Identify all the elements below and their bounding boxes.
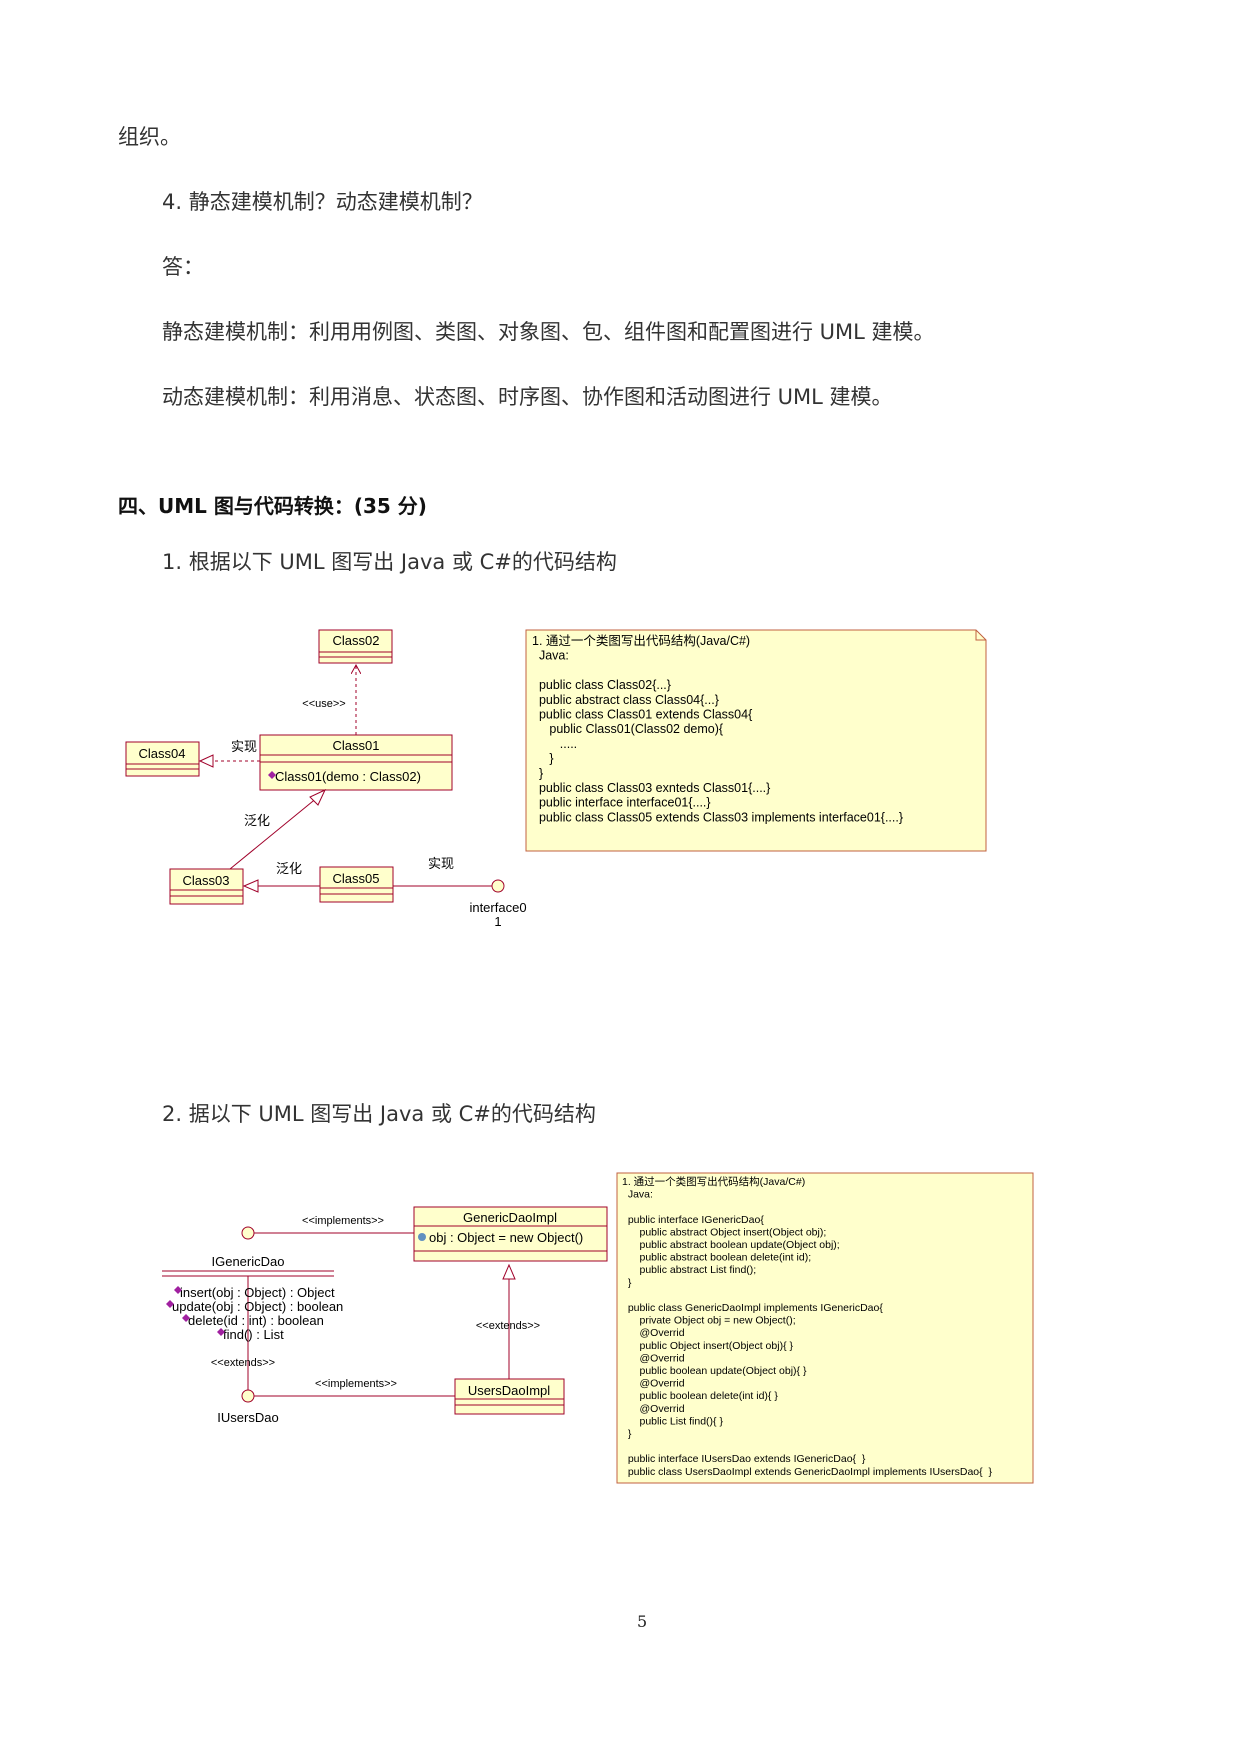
- question-2-text: 2. 据以下 UML 图写出 Java 或 C#的代码结构: [162, 1102, 596, 1126]
- note1-line: 1. 通过一个类图写出代码结构(Java/C#): [532, 633, 750, 648]
- note1-line: public class Class01 extends Class04{: [532, 708, 752, 722]
- generalization-label-2: 泛化: [276, 861, 302, 876]
- note1-line: public class Class05 extends Class03 imp…: [532, 810, 903, 824]
- note1-line: .....: [532, 737, 577, 751]
- note2-line: @Overrid: [622, 1352, 685, 1364]
- page-number: 5: [637, 1612, 648, 1631]
- extends-stereotype-1: <<extends>>: [476, 1320, 540, 1332]
- note1-line: public interface interface01{....}: [532, 796, 711, 810]
- note1-line: public class Class02{...}: [532, 678, 671, 692]
- note2-line: public List find(){ }: [622, 1415, 723, 1427]
- note2-line: }: [622, 1428, 632, 1440]
- extends-stereotype-2: <<extends>>: [211, 1357, 275, 1369]
- users-dao-impl-label: UsersDaoImpl: [468, 1383, 550, 1398]
- realization-label-1: 实现: [231, 739, 257, 754]
- op-insert: insert(obj : Object) : Object: [180, 1285, 335, 1300]
- op-find: find() : List: [223, 1327, 284, 1342]
- igeneric-dao-icon: [241, 1226, 255, 1240]
- iusers-dao-label: IUsersDao: [217, 1410, 278, 1425]
- note1-line: public Class01(Class02 demo){: [532, 722, 723, 736]
- class01-operation: Class01(demo : Class02): [275, 769, 421, 784]
- note2-line: public class UsersDaoImpl extends Generi…: [622, 1466, 992, 1478]
- note1-line: }: [532, 752, 554, 766]
- note2-line: public boolean update(Object obj){ }: [622, 1365, 807, 1377]
- dynamic-modeling-line: 动态建模机制：利用消息、状态图、时序图、协作图和活动图进行 UML 建模。: [162, 385, 893, 409]
- note1-line: Java:: [532, 649, 569, 663]
- generalization-label-1: 泛化: [244, 813, 270, 828]
- note2-line: public boolean delete(int id){ }: [622, 1390, 778, 1402]
- static-modeling-line: 静态建模机制：利用用例图、类图、对象图、包、组件图和配置图进行 UML 建模。: [162, 320, 935, 344]
- interface01-label-b: 1: [494, 914, 501, 929]
- class04-label: Class04: [139, 746, 186, 761]
- class03-box: [169, 868, 244, 905]
- note1-line: }: [532, 766, 543, 780]
- igeneric-dao-label: IGenericDao: [212, 1254, 285, 1269]
- use-stereotype: <<use>>: [302, 698, 345, 710]
- interface01-label-a: interface0: [469, 900, 526, 915]
- note1-line: public class Class03 exnteds Class01{...…: [532, 781, 770, 795]
- note2-line: public abstract List find();: [622, 1264, 756, 1276]
- note2-line: Java:: [622, 1189, 653, 1201]
- note2-line: public Object insert(Object obj){ }: [622, 1340, 793, 1352]
- note2-line: @Overrid: [622, 1327, 685, 1339]
- class05-label: Class05: [333, 871, 380, 886]
- note2-line: public class GenericDaoImpl implements I…: [622, 1302, 883, 1314]
- code-note-1: [525, 629, 987, 852]
- generalization-line-1: [229, 796, 319, 870]
- paragraph-organization: 组织。: [118, 125, 181, 149]
- iusers-dao-icon: [241, 1389, 255, 1403]
- note2-line: @Overrid: [622, 1403, 685, 1415]
- section-title: 四、UML 图与代码转换：(35 分): [118, 494, 427, 518]
- generic-dao-impl-attribute: obj : Object = new Object(): [429, 1230, 583, 1245]
- code-note-2: [616, 1172, 1034, 1484]
- note2-line: public abstract boolean delete(int id);: [622, 1252, 811, 1264]
- note1-line: public abstract class Class04{...}: [532, 693, 719, 707]
- question-1-text: 1. 根据以下 UML 图写出 Java 或 C#的代码结构: [162, 550, 617, 574]
- note2-line: 1. 通过一个类图写出代码结构(Java/C#): [622, 1175, 805, 1188]
- op-delete: delete(id : int) : boolean: [188, 1313, 324, 1328]
- users-dao-impl-box: [454, 1378, 565, 1415]
- realization-label-2: 实现: [428, 856, 454, 871]
- question-4: 4. 静态建模机制？动态建模机制？: [162, 190, 483, 214]
- generic-dao-impl-label: GenericDaoImpl: [463, 1210, 557, 1225]
- class03-label: Class03: [183, 873, 230, 888]
- implements-stereotype-1: <<implements>>: [302, 1215, 384, 1227]
- note2-line: public interface IUsersDao extends IGene…: [622, 1453, 866, 1465]
- note2-line: public abstract Object insert(Object obj…: [622, 1226, 826, 1238]
- note2-line: @Overrid: [622, 1378, 685, 1390]
- class05-box: [319, 866, 394, 903]
- answer-label: 答：: [162, 255, 204, 279]
- note2-line: }: [622, 1277, 632, 1289]
- class04-box: [125, 741, 200, 777]
- op-update: update(obj : Object) : boolean: [172, 1299, 343, 1314]
- implements-stereotype-2: <<implements>>: [315, 1378, 397, 1390]
- generic-dao-impl-box: [413, 1206, 608, 1262]
- note2-line: public interface IGenericDao{: [622, 1214, 764, 1226]
- note2-line: public abstract boolean update(Object ob…: [622, 1239, 840, 1251]
- class01-label: Class01: [333, 738, 380, 753]
- class02-label: Class02: [333, 633, 380, 648]
- note2-line: private Object obj = new Object();: [622, 1315, 796, 1327]
